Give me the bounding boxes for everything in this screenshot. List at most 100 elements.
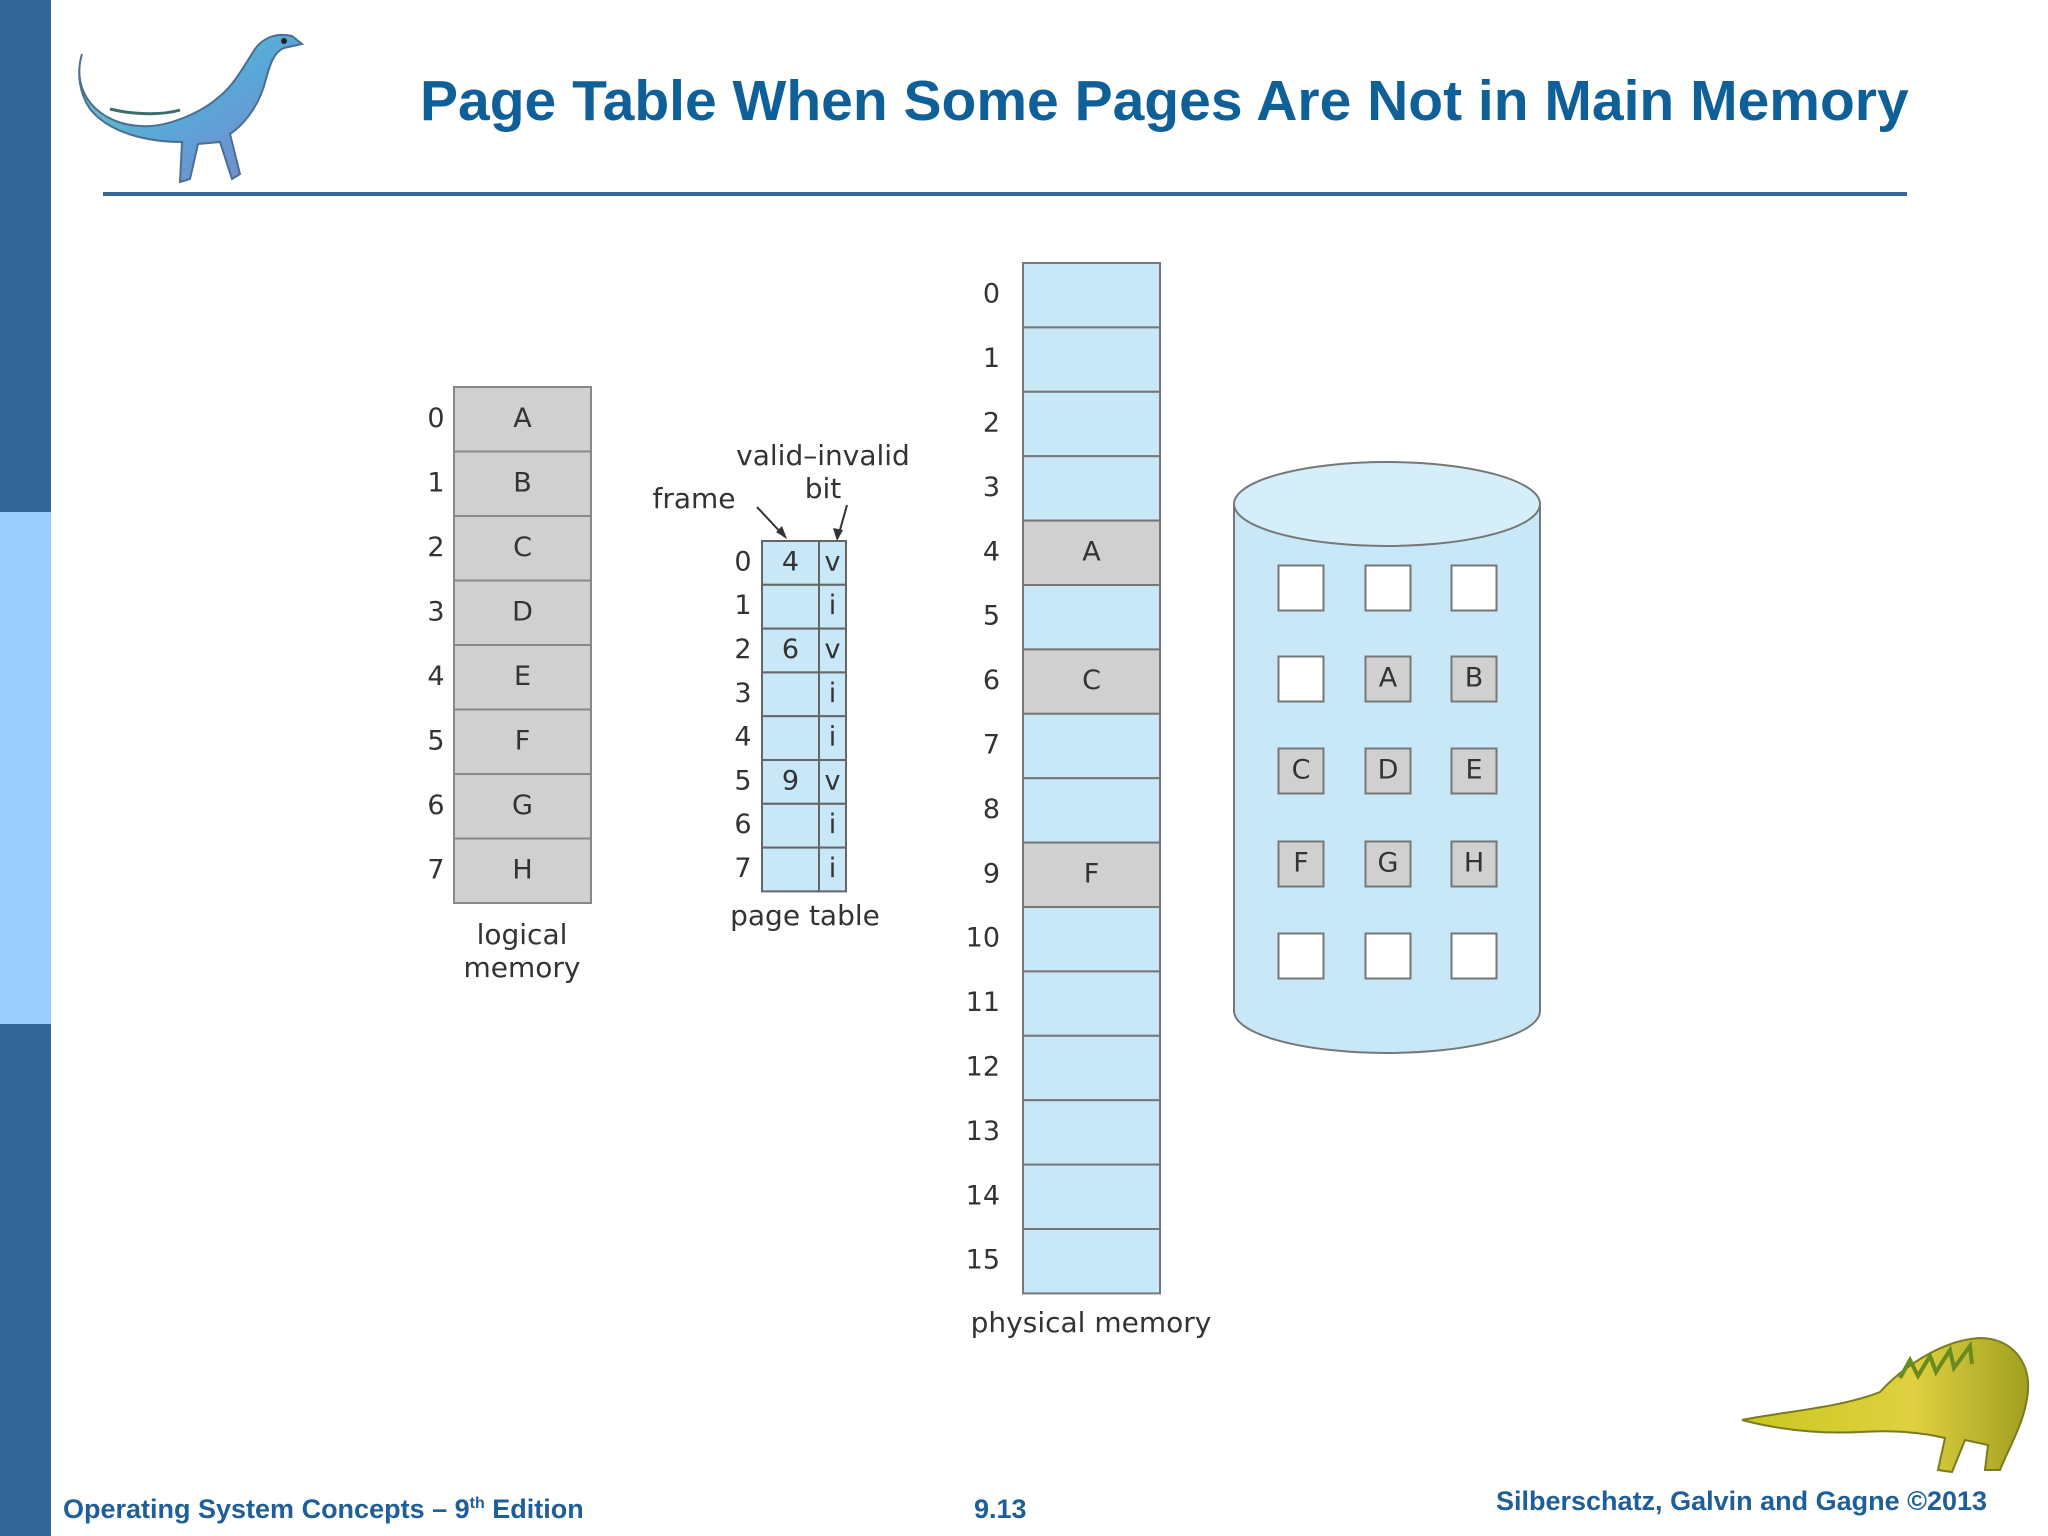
logical-page-index: 4 <box>427 661 444 692</box>
disk-block <box>1450 747 1498 795</box>
physical-frame-index: 1 <box>983 343 1000 374</box>
physical-frame-cell <box>1022 1034 1161 1102</box>
physical-frame-index: 11 <box>966 987 1000 1018</box>
physical-frame-content: A <box>1082 536 1101 567</box>
page-table-frame-cell <box>761 759 820 805</box>
logical-page-cell <box>453 773 592 840</box>
physical-frame-cell <box>1022 326 1161 393</box>
disk-block <box>1277 747 1325 795</box>
disk-block <box>1450 564 1498 612</box>
logical-page-content: E <box>514 661 531 692</box>
page-table-bit-cell <box>818 759 847 805</box>
page-table-index: 0 <box>734 546 751 577</box>
disk-block <box>1277 655 1325 703</box>
disk-block-content: D <box>1378 755 1399 786</box>
physical-frame-cell <box>1022 390 1161 458</box>
footer-slide-number: 9.13 <box>974 1494 1027 1524</box>
page-table-bit-value: i <box>829 853 837 884</box>
physical-frame-cell <box>1022 712 1161 780</box>
logical-memory-label: memory <box>464 951 581 984</box>
physical-frame-index: 15 <box>966 1245 1000 1276</box>
physical-frame-index: 4 <box>983 536 1000 567</box>
valid-invalid-label: bit <box>805 472 842 505</box>
page-table-bit-value: v <box>825 546 841 577</box>
page-table-bit-cell <box>818 583 847 630</box>
page-table-index: 2 <box>734 634 751 665</box>
physical-frame-index: 13 <box>966 1116 1000 1147</box>
disk-block <box>1450 840 1498 888</box>
disk-block-content: A <box>1379 663 1398 694</box>
page-table-bit-value: v <box>825 765 841 796</box>
physical-frame-index: 0 <box>983 279 1000 310</box>
physical-frame-index: 5 <box>983 601 1000 632</box>
dinosaur-logo-icon <box>78 33 305 184</box>
frame-label: frame <box>652 482 735 515</box>
page-table-index: 7 <box>734 853 751 884</box>
sidebar-accent <box>0 512 51 1024</box>
logical-page-index: 2 <box>427 532 444 563</box>
footer-book-prefix: Operating System Concepts – 9 <box>63 1494 470 1524</box>
page-table-bit-cell <box>818 627 847 674</box>
disk-block-content: G <box>1378 848 1399 879</box>
physical-frame-cell <box>1022 455 1161 522</box>
disk-block <box>1277 932 1325 980</box>
footer-authors: Silberschatz, Galvin and Gagne ©2013 <box>1496 1486 1988 1516</box>
physical-frame-index: 9 <box>983 858 1000 889</box>
disk-block-content: B <box>1465 663 1484 694</box>
logical-page-index: 5 <box>427 725 444 756</box>
page-table-label: page table <box>730 899 880 932</box>
page-table-bit-value: i <box>829 590 837 621</box>
page-table-frame-cell <box>761 846 820 893</box>
frame-arrow-head <box>776 526 787 539</box>
physical-frame-index: 3 <box>983 472 1000 503</box>
physical-frame-index: 6 <box>983 665 1000 696</box>
page-table-frame-cell <box>761 583 820 630</box>
logical-page-index: 6 <box>427 790 444 821</box>
page-table-frame-value: 4 <box>782 546 799 577</box>
title-divider <box>103 192 1907 196</box>
physical-frame-cell <box>1022 777 1161 844</box>
disk-block <box>1450 932 1498 980</box>
page-table-bit-value: i <box>829 809 837 840</box>
page-table-frame-value: 6 <box>782 634 799 665</box>
page-table-frame-cell <box>761 671 820 718</box>
physical-frame-index: 14 <box>966 1180 1000 1211</box>
logical-page-index: 3 <box>427 596 444 627</box>
physical-frame-cell <box>1022 906 1161 973</box>
physical-frame-cell <box>1022 841 1161 908</box>
page-table-bit-value: i <box>829 722 837 753</box>
logical-page-content: B <box>513 467 532 498</box>
logical-page-index: 1 <box>427 467 444 498</box>
logical-page-cell <box>453 837 592 904</box>
disk-block <box>1450 655 1498 703</box>
page-table-index: 3 <box>734 678 751 709</box>
footer-book-sup: th <box>469 1495 485 1512</box>
logical-page-cell <box>453 644 592 711</box>
disk-block <box>1277 564 1325 612</box>
physical-frame-content: C <box>1082 665 1101 696</box>
disk-block <box>1364 655 1412 703</box>
physical-frame-content: F <box>1084 858 1100 889</box>
logical-page-content: D <box>512 596 533 627</box>
disk-block <box>1364 932 1412 980</box>
logical-page-content: A <box>513 403 532 434</box>
footer-book-suffix: Edition <box>484 1494 584 1524</box>
physical-memory-label: physical memory <box>971 1306 1212 1339</box>
page-table-bit-value: i <box>829 678 837 709</box>
page-table-bit-cell <box>818 802 847 849</box>
page-table-bit-cell <box>818 846 847 893</box>
logical-page-index: 7 <box>427 854 444 885</box>
physical-frame-index: 10 <box>966 923 1000 954</box>
disk-block <box>1364 564 1412 612</box>
page-table-index: 6 <box>734 809 751 840</box>
page-table-index: 1 <box>734 590 751 621</box>
physical-frame-cell <box>1022 1099 1161 1166</box>
logical-page-content: F <box>515 725 531 756</box>
page-table-bit-cell <box>818 540 847 586</box>
page-table-index: 5 <box>734 765 751 796</box>
